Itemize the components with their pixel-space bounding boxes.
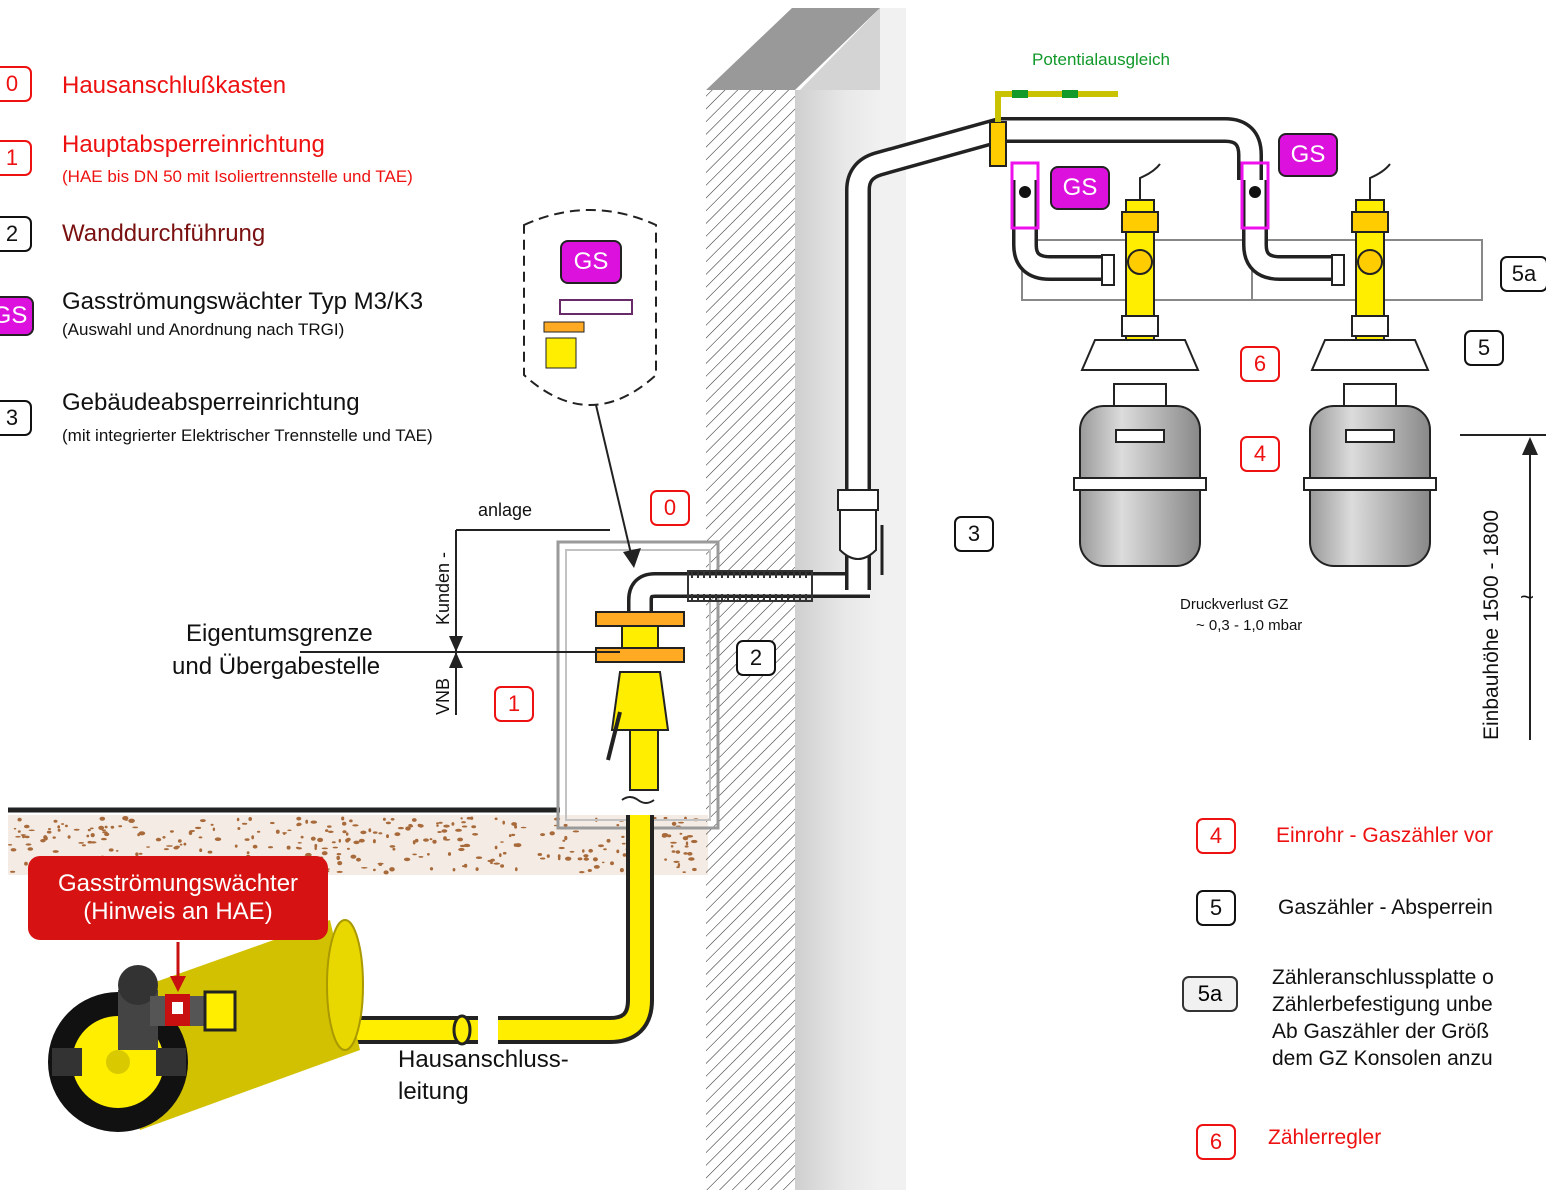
potentialausgleich-label: Potentialausgleich <box>1032 50 1170 69</box>
legend-sub-gs: (Auswahl und Anordnung nach TRGI) <box>62 320 345 339</box>
kunden-label: Kunden - <box>433 551 453 625</box>
legend-label-5a-line-1: Zähleranschlussplatte o <box>1272 966 1494 989</box>
legend-num-4: 4 <box>1196 818 1236 854</box>
callout-line-1: Gasströmungswächter <box>57 870 299 897</box>
wanddurchfuehrung <box>687 570 813 602</box>
legend-num-gs: GS <box>0 296 34 336</box>
legend-num-5: 5 <box>1196 890 1236 926</box>
eigentumsgrenze-label: Eigentumsgrenze <box>186 620 373 647</box>
legend-label-5: Gaszähler - Absperrein <box>1278 896 1493 919</box>
marker-1: 1 <box>494 686 534 722</box>
gs-badge-meter-2: GS <box>1278 133 1338 177</box>
supply-main <box>48 919 364 1132</box>
legend-num-3: 3 <box>0 400 32 436</box>
gasstroemungswaechter-callout: Gasströmungswächter (Hinweis an HAE) <box>28 856 328 940</box>
legend-num-2: 2 <box>0 216 32 252</box>
eigentumsgrenze-markers <box>300 404 641 715</box>
legend-label-5a-line-4: dem GZ Konsolen anzu <box>1272 1047 1493 1070</box>
marker-0: 0 <box>650 490 690 526</box>
druckverlust-label-1: Druckverlust GZ <box>1180 596 1289 613</box>
legend-sub-3: (mit integrierter Elektrischer Trennstel… <box>62 426 433 445</box>
uebergabestelle-label: und Übergabestelle <box>172 653 381 680</box>
legend-label-6: Zählerregler <box>1268 1126 1382 1149</box>
legend-label-0: Hausanschlußkasten <box>62 72 287 99</box>
vnb-label: VNB <box>433 677 453 715</box>
marker-5: 5 <box>1464 330 1504 366</box>
callout-line-2: (Hinweis an HAE) <box>83 898 273 925</box>
anlage-label: anlage <box>478 500 533 520</box>
einbauhoehe-tilde: ~ <box>1520 584 1535 611</box>
legend-label-4: Einrohr - Gaszähler vor <box>1276 824 1494 847</box>
legend-label-5a-line-3: Ab Gaszähler der Größ <box>1272 1020 1490 1043</box>
einbauhoehe-dimension <box>1460 434 1546 740</box>
house-riser-pipe <box>837 117 1263 590</box>
druckverlust-label-2: ~ 0,3 - 1,0 mbar <box>1196 617 1303 634</box>
marker-4: 4 <box>1240 436 1280 472</box>
legend-num-5a: 5a <box>1182 976 1238 1012</box>
legend-label-1: Hauptabsperreinrichtung <box>62 131 325 158</box>
meter-assembly <box>1010 161 1483 567</box>
legend-label-3: Gebäudeabsperreinrichtung <box>62 389 360 416</box>
gs-badge-meter-1: GS <box>1050 166 1110 210</box>
marker-2: 2 <box>736 640 776 676</box>
hae-valve <box>595 572 870 791</box>
legend-num-1: 1 <box>0 140 32 176</box>
einbauhoehe-label: Einbauhöhe 1500 - 1800 <box>1480 509 1503 740</box>
legend-label-5a-line-2: Zählerbefestigung unbe <box>1272 993 1493 1016</box>
legend-num-6: 6 <box>1196 1124 1236 1160</box>
legend-label-gs: Gasströmungswächter Typ M3/K3 <box>62 288 424 315</box>
gs-detail-bubble <box>523 209 657 406</box>
marker-5a: 5a <box>1500 256 1546 292</box>
potentialausgleich-wire <box>995 90 1118 122</box>
gs-badge-detail: GS <box>560 240 622 284</box>
marker-3: 3 <box>954 516 994 552</box>
marker-6: 6 <box>1240 346 1280 382</box>
hausanschlussleitung-label-2: leitung <box>398 1078 469 1105</box>
legend-sub-1: (HAE bis DN 50 mit Isoliertrennstelle un… <box>62 167 413 186</box>
legend-label-2: Wanddurchführung <box>62 220 266 247</box>
legend-num-0: 0 <box>0 66 32 102</box>
hausanschlussleitung-label-1: Hausanschluss- <box>398 1046 569 1073</box>
